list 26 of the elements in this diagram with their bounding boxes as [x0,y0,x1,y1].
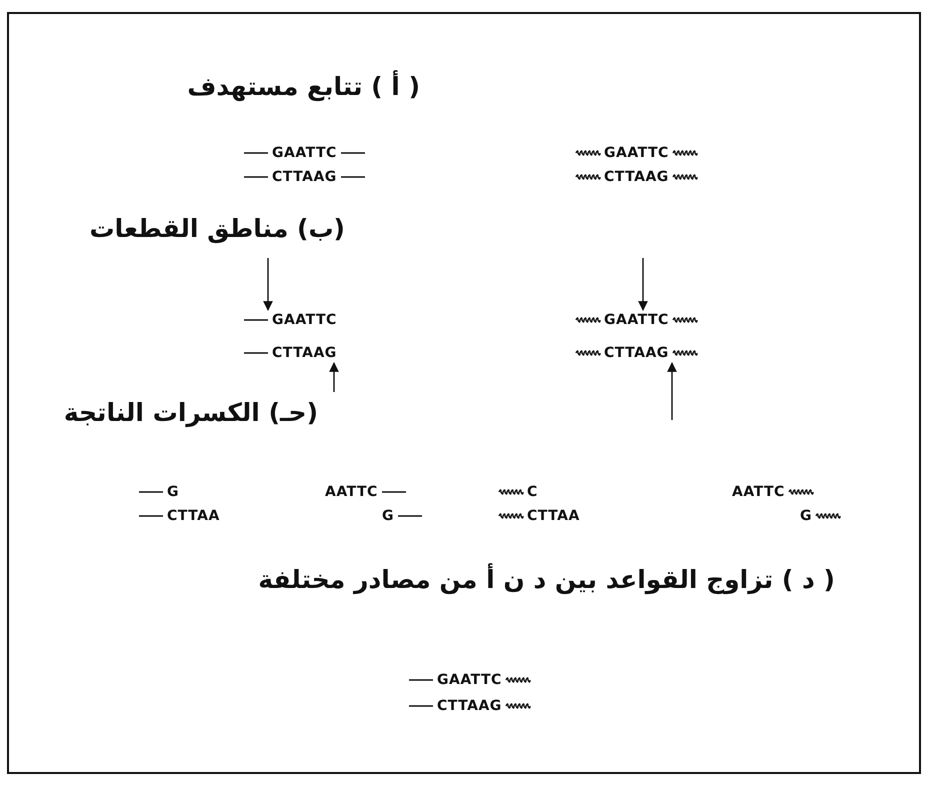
base-sequence: C [527,483,538,502]
base-sequence: GAATTC [437,671,502,690]
base-sequence: CTTAAG [272,344,337,363]
section-heading: ( أ ) تتابع مستهدف [187,70,420,104]
base-sequence: CTTAAG [272,168,337,187]
section-heading: ( د ) تزاوج القواعد بين د ن أ من مصادر مختلفة [258,563,835,596]
base-sequence: CTTAAG [437,697,502,716]
cut-site-arrow [667,362,677,420]
base-sequence: G [800,507,812,526]
cut-site-arrow [329,362,339,392]
base-sequence: CTTAAG [604,344,669,363]
base-sequence: G [167,483,179,502]
base-sequence: CTTAAG [604,168,669,187]
section-heading: (حـ) الكسرات الناتجة [64,397,318,430]
base-sequence: G [382,507,394,526]
base-sequence: GAATTC [604,311,669,330]
base-sequence: AATTC [325,483,378,502]
base-sequence: CTTAA [167,507,220,526]
base-sequence: GAATTC [604,144,669,163]
cut-site-arrow [638,258,648,311]
base-sequence: CTTAA [527,507,580,526]
base-sequence: AATTC [732,483,785,502]
base-sequence: GAATTC [272,311,337,330]
section-heading: (ب) مناطق القطعات [90,213,345,246]
base-sequence: GAATTC [272,144,337,163]
cut-site-arrow [263,258,273,311]
